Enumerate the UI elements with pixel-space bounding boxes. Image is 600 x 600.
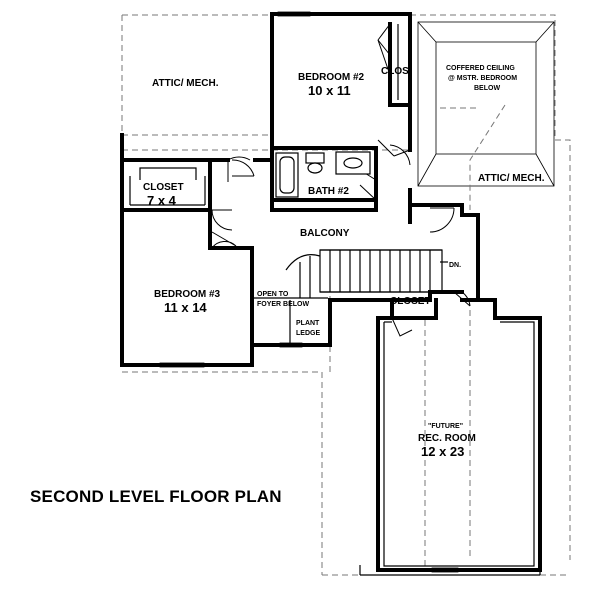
bath2-label: BATH #2 bbox=[308, 186, 349, 197]
plant-ledge-line1: PLANT bbox=[296, 320, 320, 327]
attic-outline bbox=[121, 14, 571, 576]
stair-dn-label: DN. bbox=[449, 262, 461, 269]
windows bbox=[159, 11, 459, 573]
closet-left-label: CLOSET bbox=[143, 182, 184, 193]
open-foyer-line2: FOYER BELOW bbox=[257, 301, 310, 308]
labels: ATTIC/ MECH. BEDROOM #2 10 x 11 CLOS. CO… bbox=[30, 65, 545, 506]
open-foyer-line1: OPEN TO bbox=[257, 291, 289, 298]
closet-right-label: CLOSET bbox=[390, 296, 431, 307]
balcony-label: BALCONY bbox=[300, 228, 350, 239]
rec-room-label: REC. ROOM bbox=[418, 433, 476, 444]
coffered-line1: COFFERED CEILING bbox=[446, 65, 515, 72]
closet-shelves bbox=[129, 24, 399, 206]
coffered-line2: @ MSTR. BEDROOM bbox=[448, 75, 517, 82]
bedroom3-label: BEDROOM #3 bbox=[154, 289, 221, 300]
rec-room-size: 12 x 23 bbox=[421, 444, 464, 459]
coffered-ceiling-outline bbox=[417, 21, 555, 187]
plant-ledge-line2: LEDGE bbox=[296, 330, 320, 337]
bedroom3-size: 11 x 14 bbox=[164, 300, 207, 315]
attic-left-label: ATTIC/ MECH. bbox=[152, 78, 219, 89]
clos-label: CLOS. bbox=[381, 66, 412, 77]
bedroom2-size: 10 x 11 bbox=[308, 83, 351, 98]
plan-title: SECOND LEVEL FLOOR PLAN bbox=[30, 487, 282, 506]
rec-room-future: "FUTURE" bbox=[428, 423, 463, 430]
coffered-line3: BELOW bbox=[474, 85, 500, 92]
walls bbox=[120, 12, 542, 572]
bedroom2-label: BEDROOM #2 bbox=[298, 72, 365, 83]
attic-right-label: ATTIC/ MECH. bbox=[478, 173, 545, 184]
doors bbox=[211, 23, 471, 337]
closet-left-size: 7 x 4 bbox=[147, 193, 177, 208]
staircase bbox=[254, 249, 448, 345]
rec-room-inner bbox=[359, 321, 541, 576]
bath-fixtures bbox=[275, 151, 371, 198]
